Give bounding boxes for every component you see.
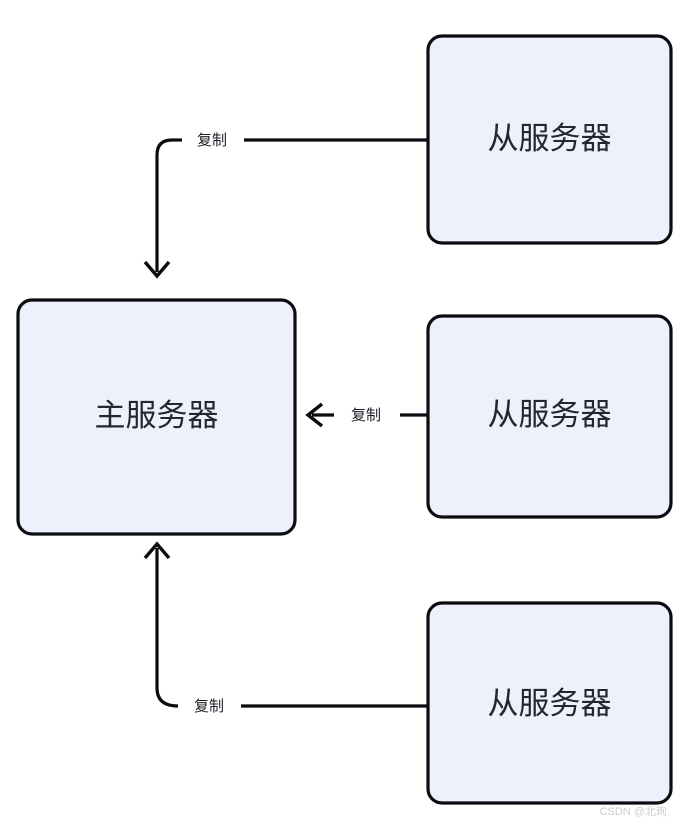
node-slave-middle[interactable]: 从服务器 <box>426 314 673 519</box>
node-slave-top-label: 从服务器 <box>488 121 612 156</box>
edge-middle-slave-to-master: 复制 <box>305 402 428 428</box>
edge-bottom-label: 复制 <box>194 697 224 715</box>
edge-top-elbow-and-drop <box>155 138 173 272</box>
edge-bottom-elbow-and-rise <box>155 548 179 708</box>
edge-top-slave-to-master: 复制 <box>143 131 428 279</box>
node-master-box[interactable] <box>16 298 297 536</box>
edge-top-arrowhead-down <box>143 260 171 279</box>
edge-bottom-arrowhead-up <box>143 541 171 560</box>
edge-middle-label: 复制 <box>351 406 381 424</box>
node-slave-bottom-box[interactable] <box>426 601 673 805</box>
edge-top-label: 复制 <box>197 131 227 149</box>
node-slave-top[interactable]: 从服务器 <box>426 34 673 245</box>
node-slave-bottom[interactable]: 从服务器 <box>426 601 673 805</box>
edge-bottom-slave-to-master: 复制 <box>143 541 428 715</box>
csdn-watermark: CSDN @北珣. <box>600 805 670 818</box>
node-slave-middle-label: 从服务器 <box>488 397 612 432</box>
node-master[interactable]: 主服务器 <box>16 298 297 536</box>
node-slave-top-box[interactable] <box>426 34 673 245</box>
node-slave-middle-box[interactable] <box>426 314 673 519</box>
node-master-label: 主服务器 <box>95 398 219 433</box>
edge-middle-arrowhead-left <box>305 402 324 428</box>
node-slave-bottom-label: 从服务器 <box>488 686 612 721</box>
